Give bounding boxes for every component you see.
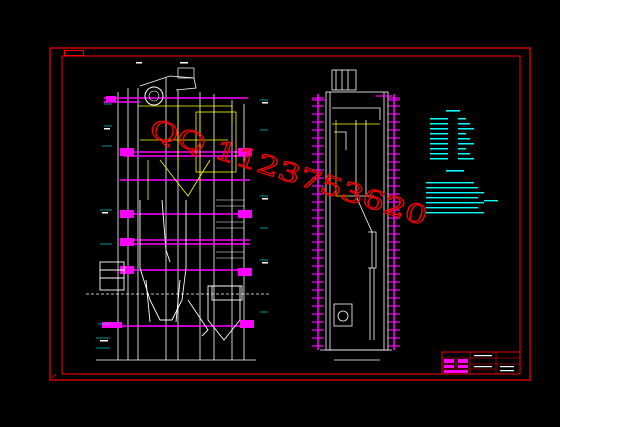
boiler-elevation-drawing: QQ 1123753620	[49, 47, 531, 381]
frame-tick	[51, 373, 57, 379]
cad-viewport[interactable]: QQ 1123753620	[0, 0, 560, 427]
right-elevation	[312, 69, 400, 361]
outer-sheet-frame	[49, 47, 531, 381]
technical-notes	[426, 110, 498, 214]
title-block	[441, 351, 521, 375]
sheet-corner-label	[64, 50, 84, 56]
inner-sheet-frame	[61, 55, 521, 375]
left-elevation	[86, 62, 270, 361]
